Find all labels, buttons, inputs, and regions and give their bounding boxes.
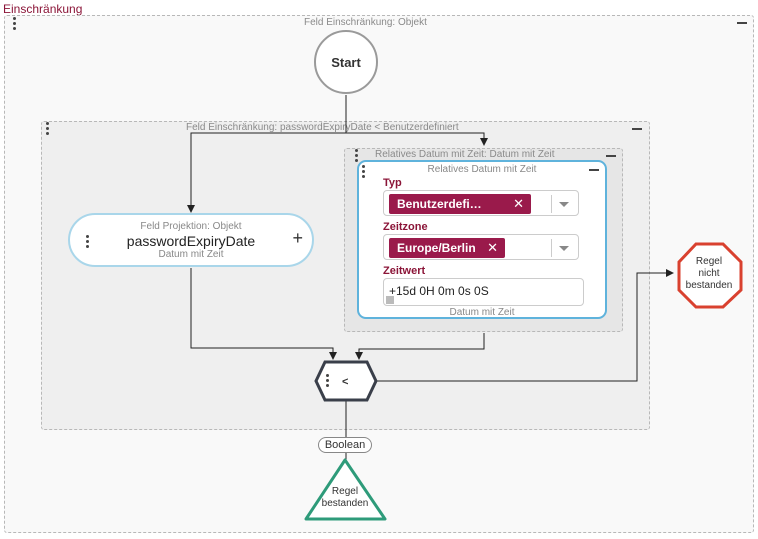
outer-frame-title: Feld Einschränkung: Objekt xyxy=(304,17,427,28)
typ-label: Typ xyxy=(383,177,402,189)
pass-node-label: Regel bestanden xyxy=(305,486,385,510)
relative-card-title: Relatives Datum mit Zeit xyxy=(427,164,537,175)
pass-node[interactable] xyxy=(304,458,387,521)
projection-type: Datum mit Zeit xyxy=(158,249,224,260)
inner-frame-menu-icon[interactable] xyxy=(46,122,50,137)
chevron-down-icon[interactable] xyxy=(559,246,569,251)
page-title: Einschränkung xyxy=(3,2,83,16)
edge-to-relative xyxy=(346,132,488,146)
typ-chip-remove-icon[interactable]: ✕ xyxy=(513,196,524,211)
zeitwert-input[interactable]: +15d 0H 0m 0s 0S xyxy=(383,278,584,306)
pass-node-line1: Regel xyxy=(331,486,359,497)
boolean-label: Boolean xyxy=(318,437,372,453)
relative-date-card: Relatives Datum mit Zeit Typ Benutzerdef… xyxy=(357,160,607,319)
relative-card-footer: Datum mit Zeit xyxy=(449,307,515,318)
edge-operator-to-fail xyxy=(375,269,674,382)
typ-select[interactable]: Benutzerdefi… ✕ xyxy=(383,190,579,216)
typ-chip: Benutzerdefi… ✕ xyxy=(389,194,531,214)
inner-frame-title: Feld Einschränkung: passwordExpiryDate <… xyxy=(186,122,459,133)
start-node[interactable]: Start xyxy=(314,30,378,94)
edge-relative-to-operator xyxy=(355,333,485,360)
add-icon[interactable]: + xyxy=(292,228,303,248)
operator-menu-icon[interactable] xyxy=(326,374,330,389)
zeitwert-label: Zeitwert xyxy=(383,265,426,277)
relative-frame-menu-icon[interactable] xyxy=(355,149,359,164)
chevron-down-icon[interactable] xyxy=(559,202,569,207)
fail-node-line1: Regel xyxy=(695,256,723,267)
relative-card-menu-icon[interactable] xyxy=(362,165,366,180)
fail-node-line3: bestanden xyxy=(685,280,733,291)
operator-label: < xyxy=(342,376,349,388)
projection-title: Feld Projektion: Objekt xyxy=(140,221,242,232)
operator-node[interactable] xyxy=(314,360,378,402)
zeitzone-select[interactable]: Europe/Berlin ✕ xyxy=(383,234,579,260)
projection-field-name: passwordExpiryDate xyxy=(126,233,256,249)
zeitzone-chip: Europe/Berlin ✕ xyxy=(389,238,505,258)
inner-frame-collapse-icon[interactable] xyxy=(632,128,642,130)
typ-select-separator xyxy=(551,195,552,213)
typ-chip-label: Benutzerdefi… xyxy=(397,197,482,211)
zeitzone-chip-label: Europe/Berlin xyxy=(397,241,476,255)
projection-menu-icon[interactable] xyxy=(86,235,90,250)
fail-node-label: Regel nicht bestanden xyxy=(672,256,746,292)
zeitzone-label: Zeitzone xyxy=(383,221,428,233)
edge-projection-to-operator xyxy=(190,268,337,360)
relative-frame-title: Relatives Datum mit Zeit: Datum mit Zeit xyxy=(375,149,555,160)
projection-node[interactable]: Feld Projektion: Objekt passwordExpiryDa… xyxy=(68,213,314,267)
relative-frame-collapse-icon[interactable] xyxy=(606,155,616,157)
outer-frame-menu-icon[interactable] xyxy=(13,17,17,32)
fail-node-line2: nicht xyxy=(698,268,720,279)
resize-handle-icon[interactable] xyxy=(386,296,394,304)
outer-frame-collapse-icon[interactable] xyxy=(737,22,747,24)
edge-to-projection xyxy=(187,132,346,213)
pass-node-line2: bestanden xyxy=(321,498,369,509)
zeitzone-chip-remove-icon[interactable]: ✕ xyxy=(487,240,498,255)
relative-card-collapse-icon[interactable] xyxy=(589,169,599,171)
fail-node[interactable] xyxy=(677,242,743,309)
zeitwert-value: +15d 0H 0m 0s 0S xyxy=(389,284,489,298)
zeitzone-select-separator xyxy=(551,239,552,257)
